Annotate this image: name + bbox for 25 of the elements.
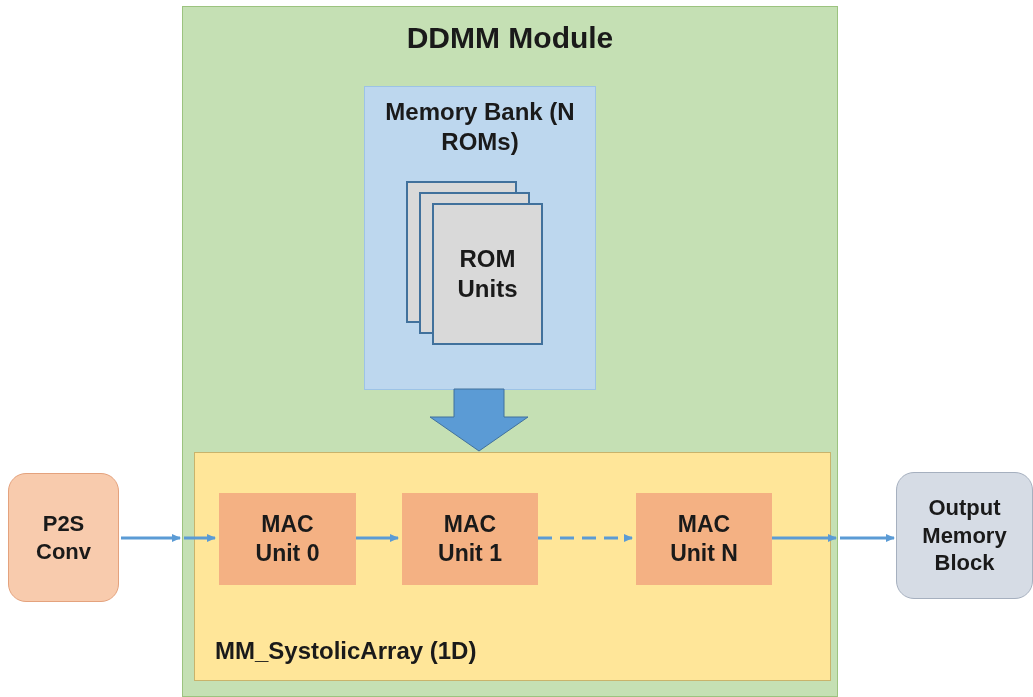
arrow <box>840 534 895 542</box>
converter-box <box>8 473 119 602</box>
module-box <box>182 6 838 697</box>
mac-unit-box <box>219 493 356 585</box>
block-arrow <box>429 388 529 452</box>
output-block-box <box>896 472 1033 599</box>
rom-label: ROM Units <box>456 244 519 304</box>
module-title: DDMM Module <box>406 20 614 56</box>
bank-title: Memory Bank (N ROMs) <box>385 97 575 157</box>
systolic-array-box <box>194 452 831 681</box>
mac-label: MAC Unit N <box>669 510 739 568</box>
arrow <box>121 534 181 542</box>
arrow <box>184 534 216 542</box>
mac-label: MAC Unit 0 <box>254 510 321 568</box>
converter-label: P2S Conv <box>35 510 92 565</box>
memory-bank-box <box>364 86 596 390</box>
array-label: MM_SystolicArray (1D) <box>215 636 477 666</box>
mac-label: MAC Unit 1 <box>437 510 503 568</box>
mac-unit-box <box>402 493 538 585</box>
rom-page <box>432 203 543 345</box>
mac-unit-box <box>636 493 772 585</box>
dashed-arrow <box>538 534 633 542</box>
output-label: Output Memory Block <box>921 494 1008 577</box>
arrow <box>772 534 837 542</box>
arrow <box>356 534 399 542</box>
